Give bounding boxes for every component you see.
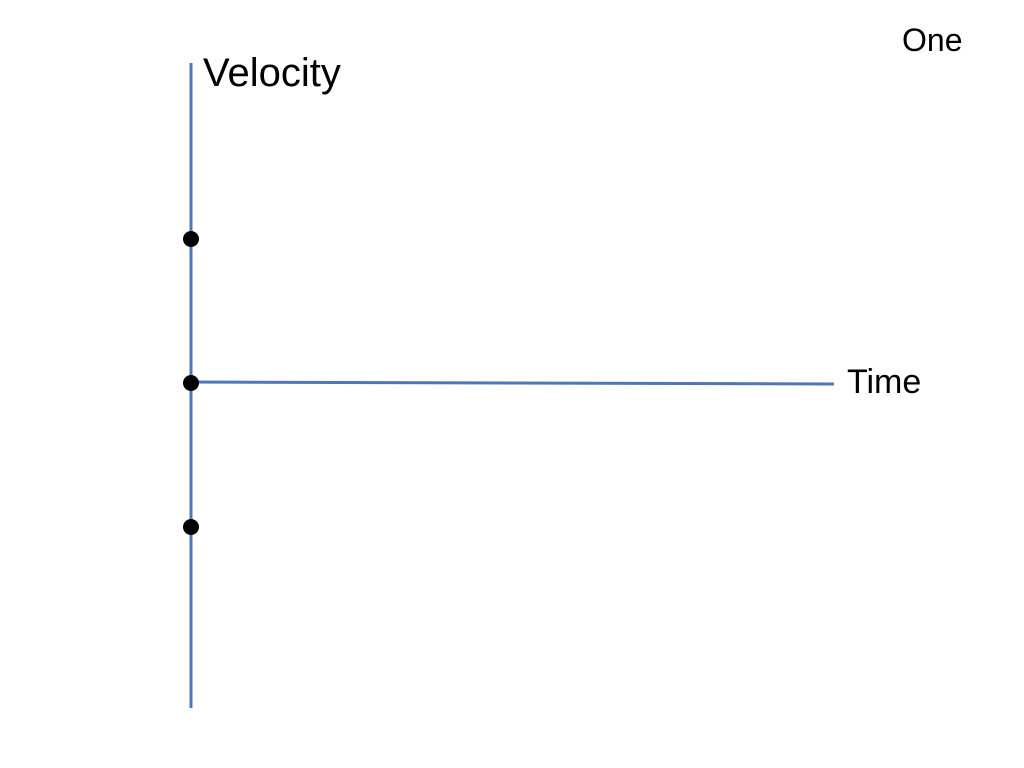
dot-negative xyxy=(183,519,199,535)
slide-label: One xyxy=(902,22,963,58)
x-axis-label: Time xyxy=(847,363,922,401)
dot-zero xyxy=(183,375,199,391)
dot-positive xyxy=(183,231,199,247)
y-axis-label: Velocity xyxy=(203,51,341,95)
dots-layer xyxy=(183,231,199,535)
x-axis-line xyxy=(190,380,835,386)
